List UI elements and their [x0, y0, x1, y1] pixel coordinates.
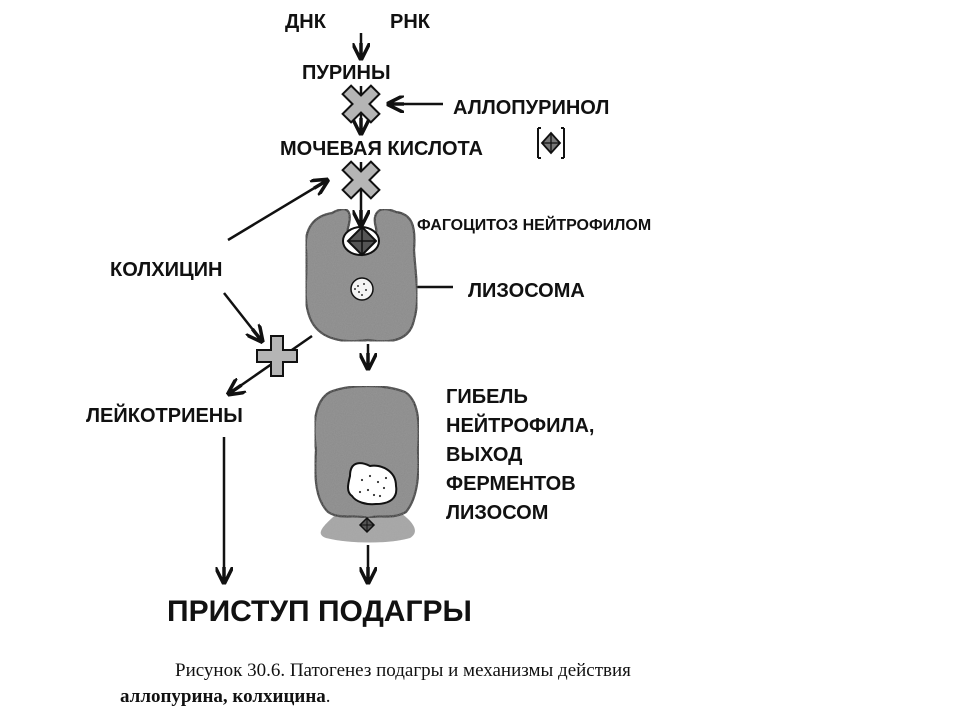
phagocytosed-crystal-icon [346, 225, 378, 257]
block-cross-allopurinol-icon [341, 84, 381, 124]
death-line-1: ГИБЕЛЬ [446, 386, 528, 408]
death-line-2: НЕЙТРОФИЛА, [446, 413, 595, 437]
lysosome-granule [350, 277, 374, 301]
dna-label: ДНК [285, 11, 327, 33]
block-cross-leukotrienes-icon [256, 335, 298, 377]
leukotrienes-label: ЛЕЙКОТРИЕНЫ [86, 403, 243, 427]
lysosome-label: ЛИЗОСОМА [468, 280, 585, 302]
purines-label: ПУРИНЫ [302, 62, 391, 84]
neutrophil-cell [304, 208, 419, 343]
figure-caption: Рисунок 30.6. Патогенез подагры и механи… [120, 658, 820, 710]
uric-acid-label: МОЧЕВАЯ КИСЛОТА [280, 138, 483, 160]
dead-neutrophil-cell [313, 384, 420, 543]
enzyme-dots [358, 474, 388, 498]
caption-line-1: Рисунок 30.6. Патогенез подагры и механи… [175, 660, 631, 681]
caption-drug-names: аллопурина, колхицина [120, 686, 326, 707]
caption-period: . [325, 686, 331, 707]
allopurinol-label: АЛЛОПУРИНОЛ [453, 97, 609, 119]
arrow-colchicine-to-uric-acid [227, 181, 326, 242]
colchicine-label: КОЛХИЦИН [110, 259, 222, 281]
caption-line-2: аллопурина, колхицина. [120, 684, 820, 710]
gout-attack-label: ПРИСТУП ПОДАГРЫ [167, 595, 472, 628]
death-line-3: ВЫХОД [446, 444, 522, 466]
released-crystal-icon [358, 516, 376, 534]
rna-label: РНК [390, 11, 431, 33]
block-cross-colchicine-icon [341, 160, 381, 200]
ruptured-lysosome [347, 462, 398, 506]
death-line-5: ЛИЗОСОМ [446, 502, 548, 524]
death-line-4: ФЕРМЕНТОВ [446, 473, 576, 495]
urate-crystal-icon [537, 127, 565, 159]
arrow-colchicine-to-block [223, 292, 261, 340]
phagocytosis-label: ФАГОЦИТОЗ НЕЙТРОФИЛОМ [417, 215, 651, 234]
